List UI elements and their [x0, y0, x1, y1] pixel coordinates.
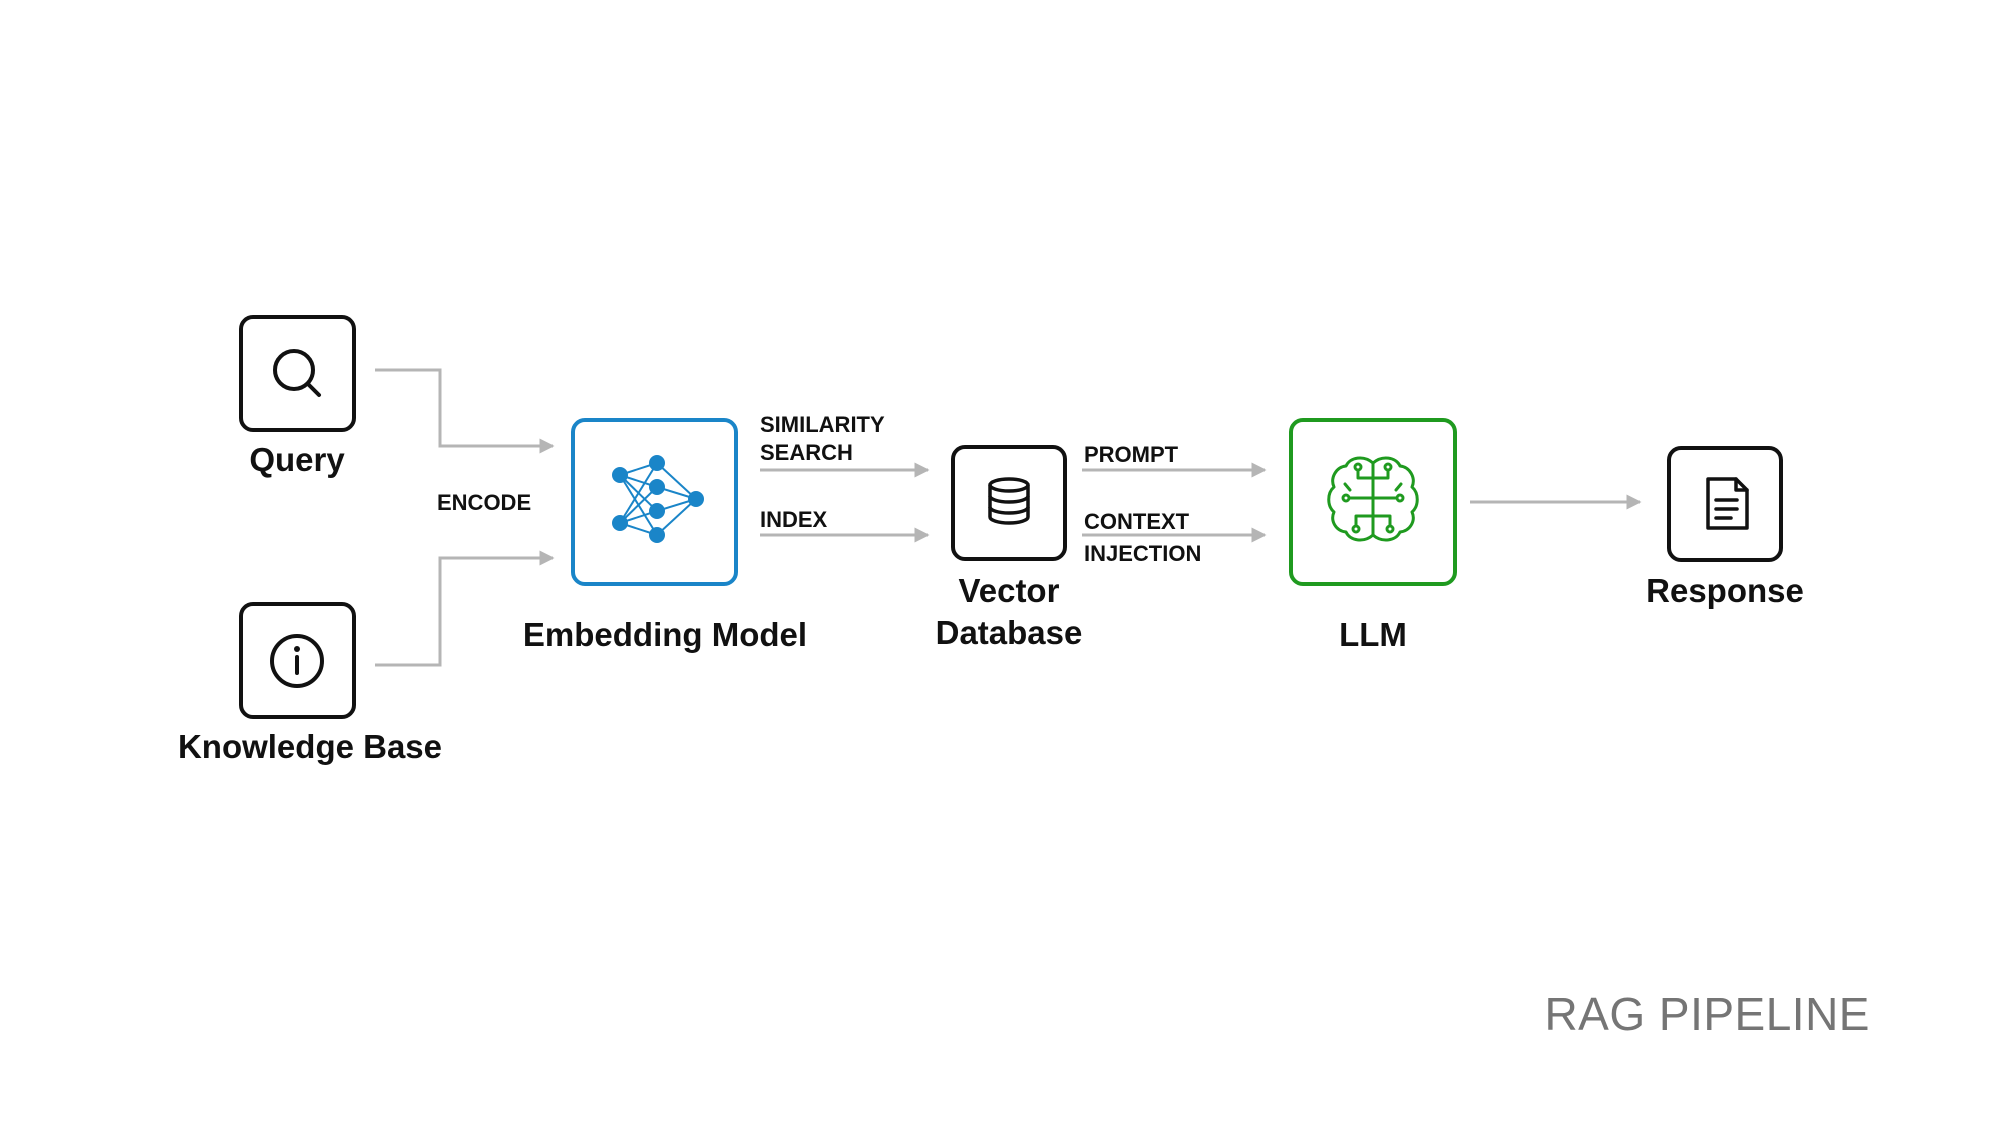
- knowledge-base-node: Knowledge Base: [178, 602, 442, 765]
- query-box: [239, 315, 356, 432]
- llm-label: LLM: [1339, 616, 1407, 653]
- database-icon: [988, 477, 1030, 525]
- diagram-title: RAG PIPELINE: [1544, 988, 1870, 1040]
- index-label: INDEX: [760, 507, 828, 532]
- embedding-model-label: Embedding Model: [523, 616, 807, 653]
- embedding-model-node: Embedding Model: [523, 418, 807, 653]
- vector-database-label-line1: Vector: [959, 572, 1060, 609]
- vector-database-node: Vector Database: [936, 445, 1083, 651]
- response-node: Response: [1646, 446, 1804, 609]
- search-icon: [273, 349, 321, 397]
- knowledge-base-label: Knowledge Base: [178, 728, 442, 765]
- query-node: Query: [239, 315, 356, 478]
- prompt-label: PROMPT: [1084, 442, 1179, 467]
- info-icon: [270, 634, 324, 688]
- query-label: Query: [249, 441, 345, 478]
- response-label: Response: [1646, 572, 1804, 609]
- brain-circuit-icon: [1327, 456, 1419, 542]
- context-injection-label-line2: INJECTION: [1084, 541, 1201, 566]
- connector-knowledge-to-embedding: [375, 550, 555, 667]
- neural-network-icon: [612, 455, 704, 543]
- encode-label: ENCODE: [437, 490, 531, 515]
- edge-labels: ENCODE SIMILARITY SEARCH INDEX PROMPT CO…: [437, 412, 1201, 566]
- embedding-model-box: [571, 418, 738, 586]
- similarity-search-label-line2: SEARCH: [760, 440, 853, 465]
- context-injection-label-line1: CONTEXT: [1084, 509, 1190, 534]
- connector-query-to-embedding: [375, 368, 555, 454]
- llm-node: LLM: [1289, 418, 1457, 653]
- response-box: [1667, 446, 1783, 562]
- connectors: [375, 368, 1642, 667]
- vector-database-label-line2: Database: [936, 614, 1083, 651]
- document-icon: [1706, 477, 1749, 530]
- similarity-search-label-line1: SIMILARITY: [760, 412, 885, 437]
